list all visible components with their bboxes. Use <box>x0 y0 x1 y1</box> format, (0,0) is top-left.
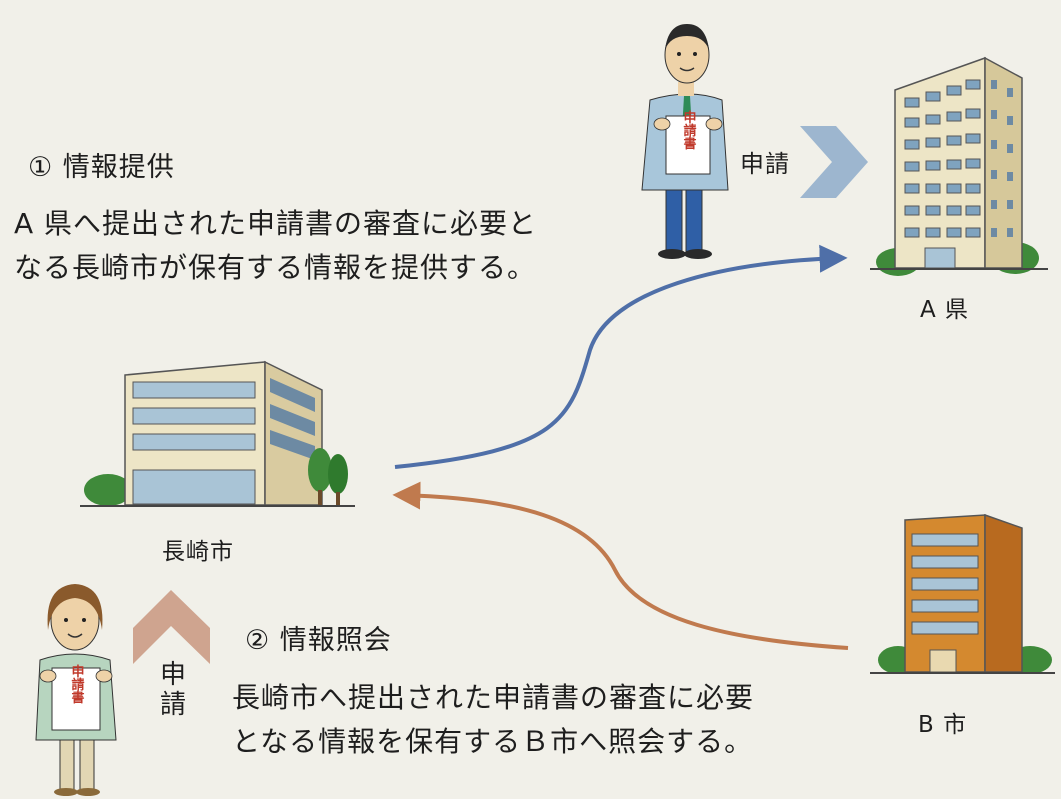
man-document-tag: 申請書 <box>681 110 697 151</box>
section2-body-line1: 長崎市へ提出された申請書の審査に必要 <box>232 681 755 714</box>
woman-document-tag: 申請書 <box>69 664 85 705</box>
section2-body-line2: となる情報を保有するＢ市へ照会する。 <box>232 725 754 758</box>
man-applicant-icon: 申請書 <box>641 24 729 259</box>
apply-label-top: 申請 <box>740 150 790 178</box>
a-prefecture-label: A 県 <box>920 297 970 323</box>
section1-body-line1: A 県へ提出された申請書の審査に必要と <box>14 207 538 240</box>
a-prefecture-building-icon <box>870 56 1048 276</box>
b-city-label: B 市 <box>918 712 968 738</box>
apply-label-left: 申請 <box>160 660 188 720</box>
section2-heading: ② 情報照会 <box>245 625 392 656</box>
section1-heading: ① 情報提供 <box>28 152 175 183</box>
nagasaki-city-building-icon <box>80 360 355 507</box>
b-city-building-icon <box>870 513 1055 674</box>
nagasaki-city-label: 長崎市 <box>162 539 234 565</box>
provide-arrow <box>394 244 848 469</box>
apply-chevron-right-icon <box>800 126 868 198</box>
woman-applicant-icon: 申請書 <box>35 584 117 796</box>
inquiry-arrow <box>392 481 849 650</box>
section1-body-line2: なる長崎市が保有する情報を提供する。 <box>14 251 537 284</box>
apply-chevron-up-icon <box>133 590 210 664</box>
